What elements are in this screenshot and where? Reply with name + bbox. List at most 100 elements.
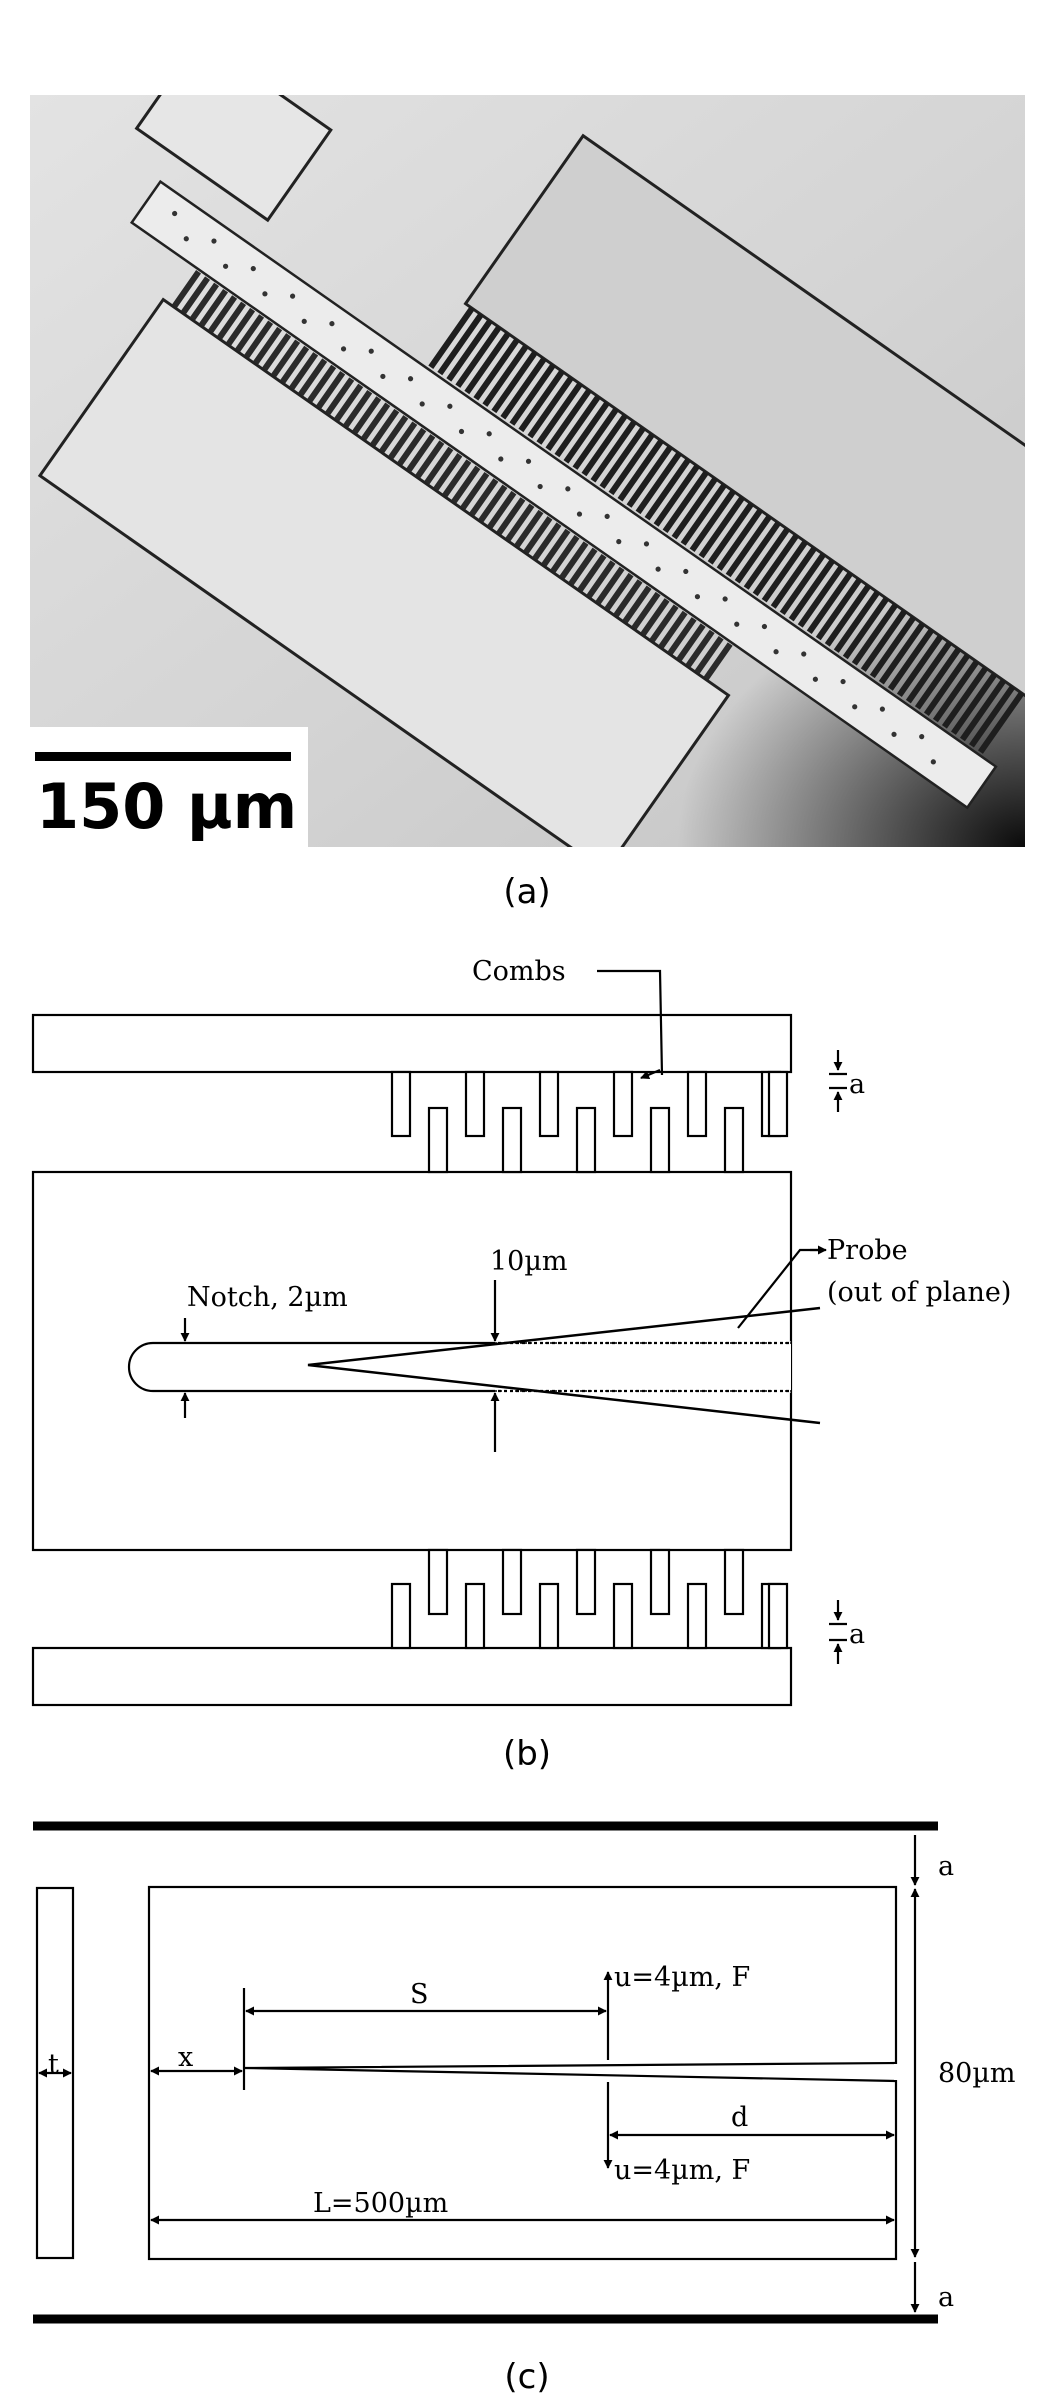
x-label: x [178,2042,193,2073]
comb-tooth [707,502,754,565]
comb-tooth [244,320,274,359]
notch-label: Notch, 2µm [187,1282,348,1313]
comb-tooth [572,407,619,470]
comb-tooth [725,514,772,578]
comb-tooth [563,401,610,464]
comb-tooth [703,642,733,681]
etch-hole [290,293,296,299]
comb-tooth [316,371,346,409]
probe [307,1306,821,1425]
gap-label-bottom: a [849,1619,865,1650]
comb-tooth [617,439,664,502]
comb-finger [723,1548,745,1616]
etch-hole [250,265,256,272]
comb-tooth [599,426,646,489]
comb-tooth [334,383,364,422]
comb-tooth [869,615,917,679]
width-label: 10µm [490,1246,568,1277]
etch-hole [419,401,425,407]
etch-hole [722,596,728,602]
comb-tooth [509,363,556,426]
comb-tooth [271,339,301,378]
comb-tooth [977,691,1025,754]
top-electrode [31,1013,793,1074]
comb-finger [575,1106,597,1174]
comb-tooth [491,350,538,414]
comb-tooth [667,617,697,655]
comb-tooth [640,598,670,636]
thickness-bar [35,1886,75,2260]
etch-hole [211,238,217,244]
etch-hole [576,511,583,517]
comb-tooth [478,484,508,523]
d-label: d [731,2102,748,2133]
comb-tooth [662,470,709,534]
comb-tooth [482,344,529,407]
gap-label-bottom: a [938,2282,954,2313]
comb-tooth [923,653,971,716]
comb-tooth [361,402,391,441]
comb-tooth [262,333,292,372]
comb-finger [427,1548,449,1616]
upper-comb [428,306,1025,754]
etch-hole [262,291,268,297]
comb-tooth [460,471,490,510]
comb-tooth [518,369,565,433]
etch-hole [773,649,779,655]
etch-hole [930,759,936,765]
comb-finger [649,1106,671,1174]
comb-tooth [788,558,835,622]
comb-tooth [532,522,562,561]
comb-finger [686,1582,708,1650]
etch-hole [329,321,335,327]
etch-hole [172,210,178,217]
comb-tooth [586,560,616,599]
panel-c [33,1821,938,2324]
comb-tooth [172,270,202,308]
probe-label: Probe [827,1235,908,1266]
comb-tooth [815,577,863,641]
load-top-label: u=4µm, F [614,1962,750,1993]
comb-tooth [352,396,382,435]
comb-tooth [415,440,445,479]
etch-hole [734,621,740,627]
etch-hole [340,346,347,352]
thickness-label: t [48,2049,59,2080]
comb-tooth [424,446,454,485]
etch-hole [368,348,374,354]
gap-indicator-bottom [829,1600,847,1664]
comb-tooth [761,540,808,603]
comb-tooth [833,590,881,653]
comb-tooth [716,508,763,571]
etch-hole [604,513,610,519]
comb-tooth [649,604,679,643]
etch-hole [458,428,465,435]
comb-tooth [343,389,373,428]
comb-tooth [226,307,256,346]
lower-comb [172,270,733,681]
comb-tooth [577,553,607,592]
comb-tooth [280,345,310,384]
etch-hole [919,734,925,740]
comb-tooth [307,364,337,403]
comb-tooth [694,636,724,674]
etch-hole [183,236,189,242]
comb-tooth [671,476,718,540]
comb-finger [686,1070,708,1138]
comb-tooth [581,413,628,477]
comb-finger [390,1070,412,1138]
comb-tooth [469,478,499,517]
comb-finger [464,1582,486,1650]
comb-tooth [595,566,625,605]
comb-finger [464,1070,486,1138]
etch-hole [761,623,768,630]
comb-tooth [217,301,247,340]
comb-tooth [181,276,211,315]
comb-tooth [190,282,220,321]
etch-holes [172,210,936,765]
comb-tooth [541,528,571,567]
comb-tooth [505,503,535,542]
gap-label-top: a [849,1069,865,1100]
length-label: L=500µm [313,2188,448,2219]
comb-tooth [433,453,463,491]
